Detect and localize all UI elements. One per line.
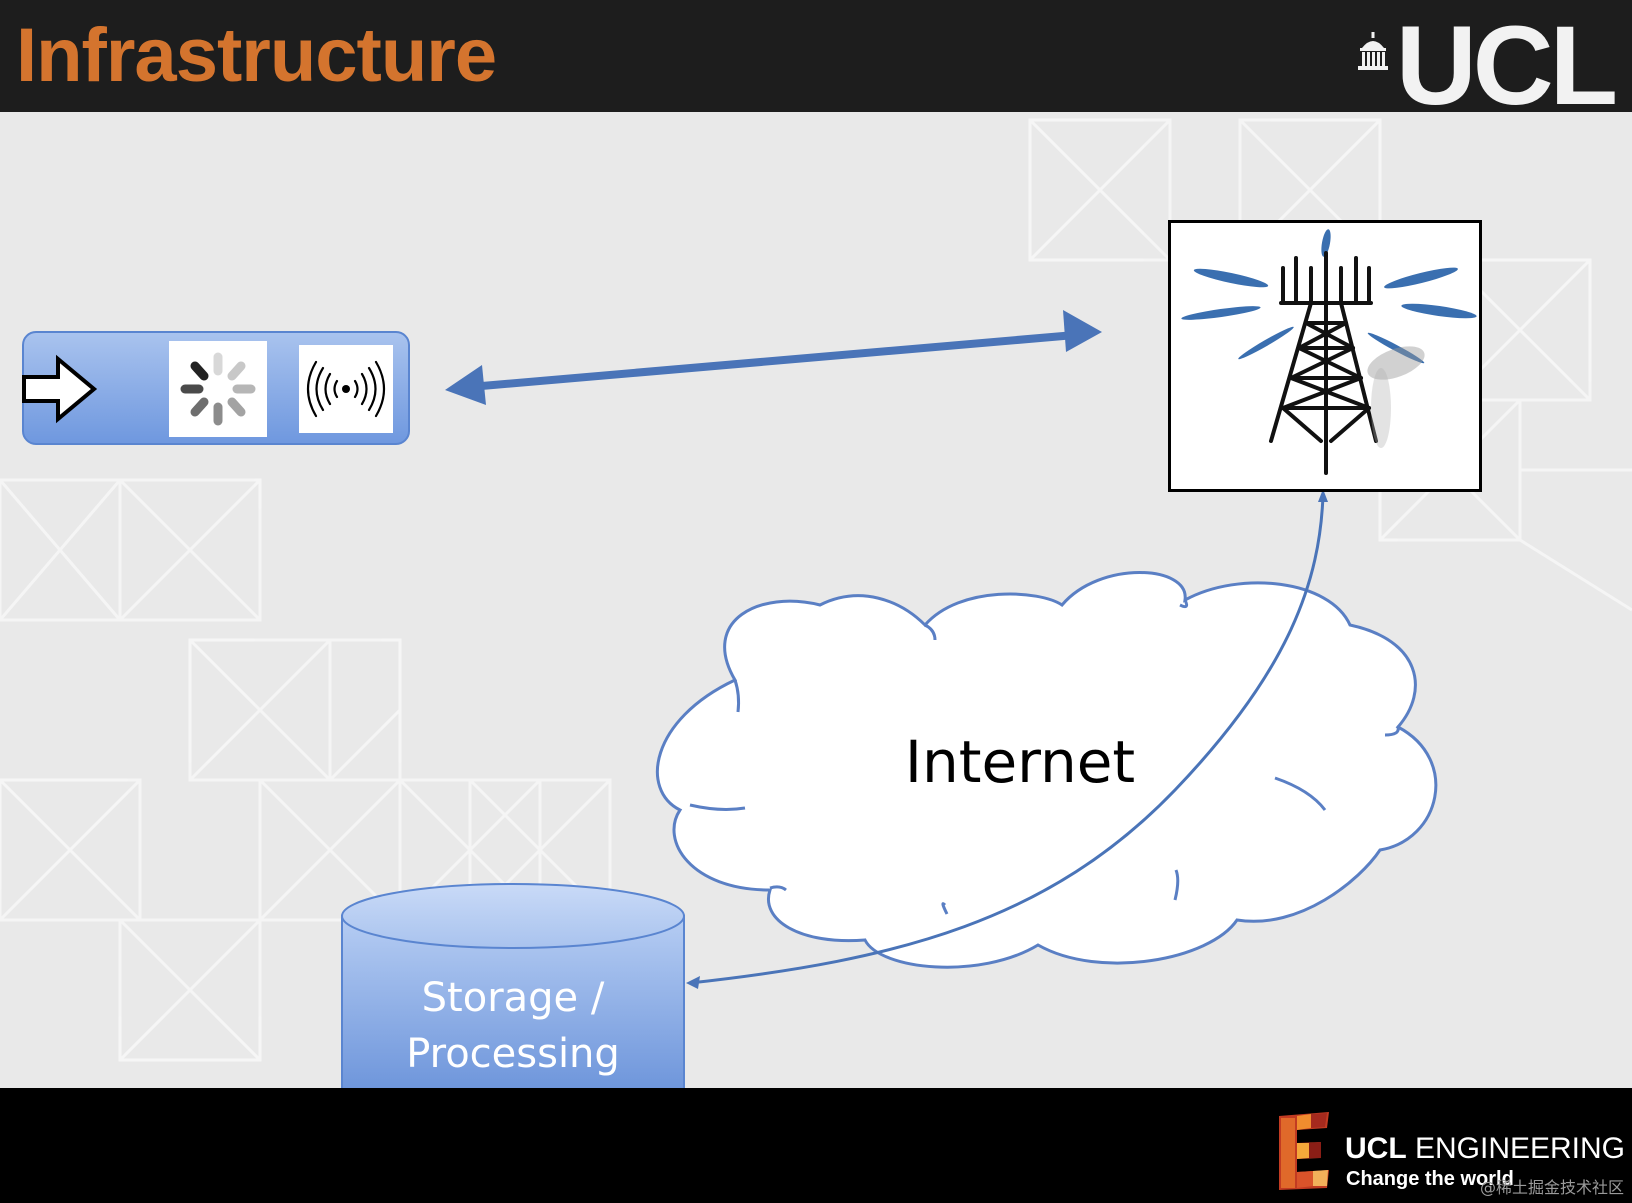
device-tower-link [469, 331, 1076, 391]
watermark-text: @稀土掘金技术社区 [1479, 1178, 1624, 1197]
sensor-device [22, 331, 410, 445]
ucl-engineering-logo-icon [1279, 1112, 1329, 1190]
storage-label: Storage / Processing [340, 970, 686, 1082]
storage-label-line1: Storage / [421, 975, 605, 1021]
ucl-engineering-tagline: Change the world [1346, 1168, 1514, 1190]
header-bar: Infrastructure UCL [0, 0, 1632, 122]
wireless-signal-icon [299, 345, 393, 433]
footer-bar [0, 1088, 1632, 1203]
storage-tower-connector [689, 494, 1325, 985]
tower-link-arrowhead [1063, 310, 1102, 352]
device-arrowhead [445, 365, 486, 405]
storage-label-line2: Processing [406, 1031, 620, 1077]
ucl-wordmark: UCL [1395, 3, 1618, 129]
input-arrow-icon [22, 354, 98, 424]
storage-arrowhead [686, 976, 700, 989]
internet-cloud-shape [656, 571, 1438, 969]
processing-spinner-icon [169, 341, 267, 437]
ucl-logo: UCL [1356, 10, 1618, 122]
ucl-engineering-rest: ENGINEERING [1406, 1132, 1626, 1165]
cloud-inner-lines [689, 599, 1400, 915]
ucl-engineering-title: UCL ENGINEERING [1345, 1132, 1625, 1166]
cell-tower-box [1168, 220, 1482, 492]
tower-arrowhead [1318, 489, 1328, 502]
internet-label: Internet [904, 728, 1136, 796]
cell-tower-icon [1181, 229, 1477, 475]
slide-title: Infrastructure [16, 13, 497, 98]
portico-dome-icon [1357, 32, 1388, 70]
ucl-engineering-bold: UCL [1345, 1132, 1407, 1165]
